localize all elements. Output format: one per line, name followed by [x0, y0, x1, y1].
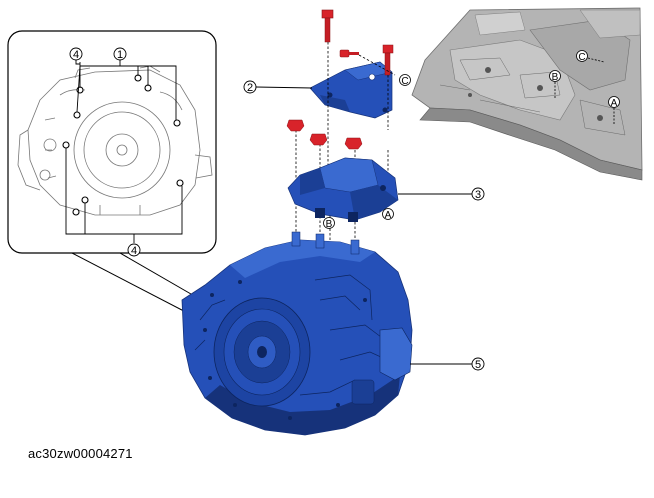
vehicle-body-structure: C B A — [411, 7, 643, 181]
inset-hole — [81, 196, 89, 204]
callout-4-top: 4 — [69, 47, 83, 61]
callout-5-label: 5 — [475, 359, 481, 371]
upper-bolt — [321, 9, 334, 43]
callout-2: 2 — [243, 80, 313, 94]
inset-detail: 1 4 4 — [7, 30, 217, 323]
bracket-bolt-right — [382, 44, 394, 76]
mount-point-a: A — [382, 208, 394, 221]
callout-1-label: 1 — [117, 49, 123, 61]
bracket-bolt-c — [339, 49, 359, 58]
bracket-2 — [309, 61, 393, 119]
inset-hole — [173, 119, 181, 127]
body-point-a: A — [608, 96, 620, 124]
callout-4-bottom-label: 4 — [131, 245, 137, 257]
callout-1: 1 — [113, 47, 127, 61]
inset-hole — [72, 208, 80, 216]
callout-2-label: 2 — [247, 82, 253, 94]
mount-point-b: B — [323, 217, 335, 230]
mount-point-c-label: C — [401, 76, 408, 87]
inset-hole — [176, 179, 184, 187]
body-point-c-label: C — [578, 52, 585, 63]
inset-frame — [7, 30, 217, 254]
callout-3: 3 — [398, 187, 485, 201]
mount-point-c: C — [399, 74, 411, 87]
callout-4-top-label: 4 — [73, 49, 79, 61]
body-point-c: C — [576, 50, 605, 63]
inset-leader-lines-bottom — [65, 148, 183, 243]
inset-hole — [73, 111, 81, 119]
mount-nuts — [286, 119, 363, 150]
inset-hole — [62, 141, 70, 149]
callout-3-label: 3 — [475, 189, 481, 201]
callout-5: 5 — [410, 357, 485, 371]
mount-point-b-label: B — [326, 219, 333, 230]
body-point-b: B — [549, 70, 561, 98]
body-point-b-label: B — [552, 72, 559, 83]
callout-4-bottom: 4 — [127, 243, 141, 257]
mount-insulator-3 — [287, 157, 399, 222]
figure-caption: ac30zw00004271 — [28, 446, 133, 461]
inset-leader-lines-top — [75, 60, 177, 120]
body-point-a-label: A — [611, 98, 618, 109]
transmission-assembly — [181, 231, 413, 436]
mount-point-a-label: A — [385, 210, 392, 221]
